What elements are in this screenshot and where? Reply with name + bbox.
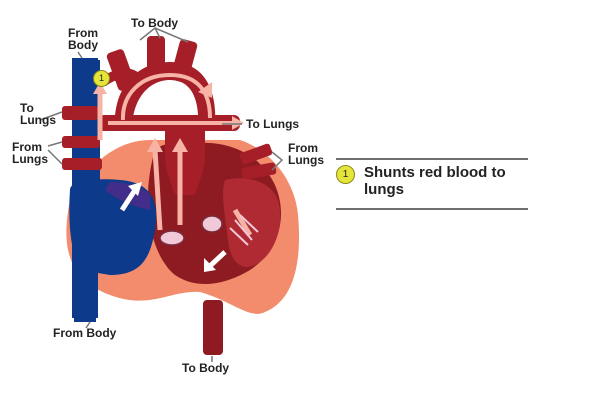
- legend-bottom-rule: [336, 208, 528, 210]
- up-flow-arrowhead-1: [172, 138, 188, 152]
- ra-white-arrowhead: [128, 182, 142, 196]
- legend-badge: 1: [336, 165, 355, 184]
- label-from-lungs-left: From Lungs: [12, 140, 48, 166]
- label-leader-lines: [39, 27, 284, 362]
- aortic-branch-2: [147, 36, 165, 80]
- up-flow-arrow-2: [152, 149, 163, 231]
- right-heart-chambers: [223, 178, 281, 268]
- chordae: [229, 214, 259, 246]
- ductus-arteriosus: [100, 68, 140, 86]
- right-pulmonary-vein-1: [239, 143, 273, 165]
- left-pulmonary-vein-2: [62, 158, 102, 170]
- legend-top-rule: [336, 158, 528, 160]
- descending-aorta: [203, 300, 223, 355]
- legend-text: Shunts red blood to lungs: [364, 164, 506, 198]
- label-from-lungs-right: From Lungs: [288, 141, 324, 167]
- aortic-branch-3: [170, 39, 198, 83]
- trunk-flow-arrowhead: [232, 116, 244, 130]
- ra-white-arrow: [119, 188, 138, 212]
- label-from-body-bottom: From Body: [53, 326, 117, 340]
- label-to-body-bottom: To Body: [182, 361, 230, 375]
- tricuspid-valve: [159, 230, 185, 246]
- arch-flow-arrow: [120, 72, 212, 121]
- lv-white-arrowhead: [204, 258, 216, 272]
- inferior-vena-cava: [74, 300, 96, 322]
- label-from-body-top: From Body: [68, 26, 98, 52]
- lv-flow-arrow: [232, 208, 253, 237]
- label-to-body-top: To Body: [131, 16, 179, 30]
- label-to-lungs-right: To Lungs: [246, 117, 300, 131]
- arch-flow-arrowhead: [198, 82, 212, 98]
- lv-white-arrow: [208, 250, 227, 268]
- shunt-marker-badge: 1: [93, 70, 110, 87]
- shunt-flow-arrowhead: [93, 82, 107, 94]
- left-pulmonary-artery-stub: [62, 106, 98, 120]
- main-pulmonary-trunk: [165, 130, 205, 195]
- mitral-valve: [201, 215, 223, 233]
- label-to-lungs-left: To Lungs: [20, 101, 56, 127]
- up-flow-arrowhead-2: [147, 138, 163, 152]
- left-pulmonary-vein-1: [62, 136, 100, 148]
- right-pulmonary-vein-2: [241, 162, 277, 180]
